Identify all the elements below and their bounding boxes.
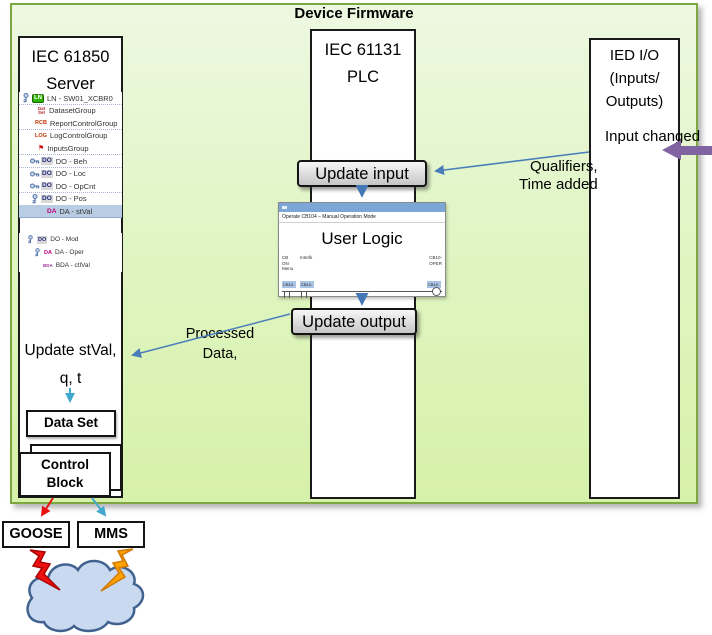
user-logic-label: User Logic bbox=[321, 229, 403, 248]
interlock-label: Interlk bbox=[300, 255, 313, 260]
update-input-button[interactable]: Update input bbox=[297, 160, 427, 187]
tree-item-do-opcnt[interactable]: DO DO - OpCnt bbox=[19, 180, 122, 194]
user-logic-subtitle: Operate CB104 – Manual Operation Mode bbox=[279, 212, 445, 223]
tree-item-label: BDA - ctlVal bbox=[55, 262, 90, 269]
tree-item-label: InputsGroup bbox=[47, 143, 89, 153]
tree-item-do-pos[interactable]: DO DO - Pos bbox=[19, 192, 122, 206]
tree-item-label: DA - stVal bbox=[59, 206, 93, 216]
tree-item-da-oper[interactable]: DA DA - Oper bbox=[19, 246, 122, 259]
key-icon bbox=[21, 93, 31, 103]
log-badge-icon: LOG bbox=[35, 132, 47, 139]
do-badge-icon: DO bbox=[41, 169, 53, 178]
processed-data-label: Processed Data, bbox=[185, 326, 255, 362]
do-badge-icon: DO bbox=[37, 235, 48, 244]
inputs-group-icon: ⚑ bbox=[38, 145, 45, 153]
tree-item-do-beh[interactable]: DO DO - Beh bbox=[19, 155, 122, 168]
key-icon bbox=[30, 182, 40, 190]
ladder-rail bbox=[282, 291, 442, 292]
tree-item-bda-ctlval[interactable]: BDA BDA - ctlVal bbox=[19, 259, 122, 272]
tree-item-label: LogControlGroup bbox=[49, 131, 108, 141]
tree-item-ln-sw01-xcbr0[interactable]: LN LN - SW01_XCBR0 bbox=[19, 92, 122, 105]
ladder-cell: CB10. bbox=[300, 281, 314, 288]
update-stval-label: Update stVal, q, t bbox=[24, 342, 117, 387]
mms-box: MMS bbox=[77, 521, 145, 548]
bda-badge-icon: BDA bbox=[43, 263, 53, 268]
tree-item-label: ReportControlGroup bbox=[49, 118, 118, 128]
do-badge-icon: DO bbox=[41, 194, 53, 203]
ln-badge-icon: LN bbox=[32, 93, 44, 103]
key-icon bbox=[26, 234, 36, 244]
control-block-box: Control Block bbox=[19, 452, 111, 497]
tree-item-reportcontrolgroup[interactable]: RCB ReportControlGroup bbox=[19, 117, 122, 131]
update-output-button[interactable]: Update output bbox=[291, 308, 417, 335]
tree-item-do-loc[interactable]: DO DO - Loc bbox=[19, 167, 122, 181]
tree-item-label: DA - Oper bbox=[54, 249, 84, 256]
tree-item-label: LN - SW01_XCBR0 bbox=[47, 93, 113, 103]
tree-item-label: DO - Mod bbox=[50, 236, 79, 243]
server-column-title: IEC 61850 Server bbox=[31, 48, 110, 93]
key-icon bbox=[33, 247, 43, 257]
cb10-oper-label: CB10- OPER bbox=[429, 255, 442, 266]
cb-on-menu-label: CB ON Menu bbox=[282, 255, 294, 271]
ladder-contact bbox=[301, 291, 307, 298]
key-icon bbox=[30, 193, 40, 203]
tree-item-label: DatasetGroup bbox=[49, 106, 96, 116]
do-badge-icon: DO bbox=[41, 182, 53, 191]
da-badge-icon: DA bbox=[44, 249, 52, 256]
window-icon bbox=[282, 206, 287, 209]
ladder-contact bbox=[284, 291, 290, 298]
ied-io-column: IED I/O (Inputs/ Outputs) bbox=[589, 38, 680, 499]
dataset-badge-icon: Dat Set bbox=[37, 105, 46, 115]
plc-column-title: IEC 61131 PLC bbox=[324, 41, 402, 86]
ladder-cell: CB10. bbox=[427, 281, 441, 288]
mms-lightning-icon bbox=[100, 548, 134, 592]
tree-item-label: DO - OpCnt bbox=[55, 181, 96, 191]
tree-item-do-mod[interactable]: DO DO - Mod bbox=[19, 233, 122, 246]
tree-item-inputsgroup[interactable]: ⚑ InputsGroup bbox=[19, 142, 122, 156]
tree-item-da-stval-selected[interactable]: DA DA - stVal bbox=[19, 205, 122, 219]
input-changed-label: Input changed bbox=[605, 128, 701, 145]
ied-column-title: IED I/O (Inputs/ Outputs) bbox=[605, 47, 664, 110]
ladder-coil bbox=[432, 287, 441, 296]
tree-item-label: DO - Pos bbox=[55, 194, 87, 204]
user-logic-titlebar bbox=[279, 203, 445, 212]
tree-item-label: DO - Beh bbox=[55, 156, 88, 166]
tree-item-label: DO - Loc bbox=[55, 169, 86, 179]
data-set-box: Data Set bbox=[26, 410, 116, 437]
goose-box: GOOSE bbox=[2, 521, 70, 548]
rcb-badge-icon: RCB bbox=[35, 120, 47, 127]
key-icon bbox=[30, 170, 40, 178]
diagram-title: Device Firmware bbox=[294, 5, 414, 22]
da-badge-icon: DA bbox=[47, 207, 57, 215]
tree-item-datasetgroup[interactable]: Dat Set DatasetGroup bbox=[19, 104, 122, 118]
qualifiers-label: Qualifiers, Time added bbox=[519, 158, 598, 193]
ladder-cell: CB10. bbox=[282, 281, 296, 288]
do-badge-icon: DO bbox=[41, 157, 53, 165]
user-logic-panel: Operate CB104 – Manual Operation Mode Us… bbox=[278, 202, 446, 298]
network-cloud bbox=[26, 559, 145, 633]
tree-item-logcontrolgroup[interactable]: LOG LogControlGroup bbox=[19, 129, 122, 143]
goose-lightning-icon bbox=[29, 549, 61, 591]
key-icon bbox=[30, 157, 40, 165]
